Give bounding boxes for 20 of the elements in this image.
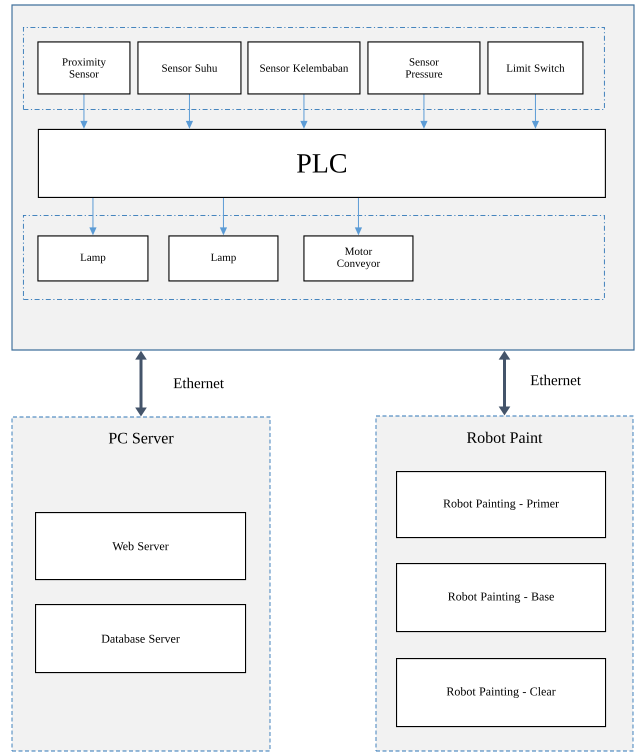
- output-box: Lamp: [37, 235, 148, 282]
- sensor-box: Sensor Kelembaban: [247, 41, 360, 94]
- server-box: Web Server: [35, 512, 246, 580]
- controller-box: PLC: [38, 128, 606, 198]
- panel-heading: Robot Paint: [466, 432, 542, 444]
- panel-heading: PC Server: [108, 432, 174, 444]
- switch-box: Limit Switch: [487, 41, 584, 94]
- sensor-box: Sensor Pressure: [367, 41, 480, 94]
- group-box: [22, 214, 605, 300]
- edge-label: Ethernet: [530, 374, 581, 386]
- sensor-box: Sensor Suhu: [137, 41, 242, 94]
- robot-box: Robot Painting - Primer: [396, 471, 606, 538]
- output-box: Motor Conveyor: [303, 235, 414, 282]
- group-box: [22, 26, 605, 110]
- robot-box: Robot Painting - Clear: [396, 658, 606, 728]
- sensor-box: Proximity Sensor: [37, 41, 130, 94]
- edge-label: Ethernet: [174, 378, 224, 388]
- robot-box: Robot Painting - Base: [396, 563, 606, 632]
- server-box: Database Server: [35, 604, 246, 674]
- output-box: Lamp: [168, 235, 278, 282]
